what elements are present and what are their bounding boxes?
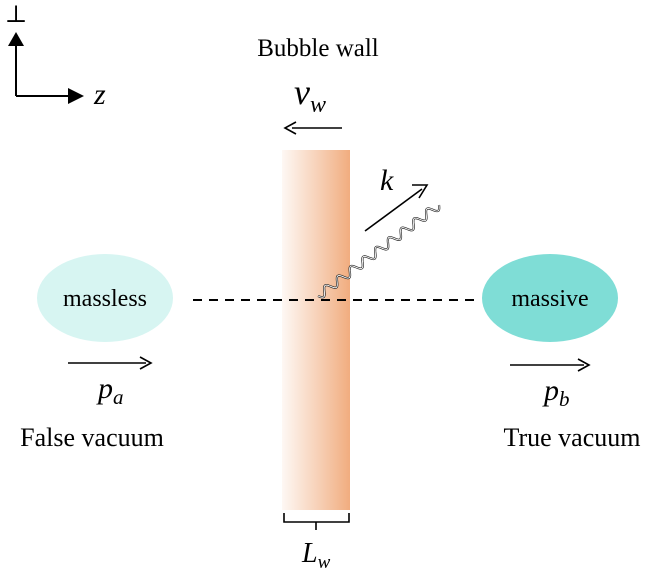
photon-wavy-line-inner xyxy=(317,204,440,298)
left-momentum-label: pa xyxy=(96,372,124,409)
diagram-title: Bubble wall xyxy=(257,35,379,62)
photon-momentum-label: k xyxy=(380,164,394,197)
bubble-wall xyxy=(282,150,350,510)
perp-axis-label: ⊥ xyxy=(5,2,28,28)
photon-momentum-arrow-line xyxy=(364,188,423,232)
right-momentum-arrowhead xyxy=(577,358,591,372)
false-vacuum-label: False vacuum xyxy=(20,423,164,452)
photon-momentum-arrowhead xyxy=(412,184,429,199)
emitted-photon: k xyxy=(317,164,441,299)
massive-particle xyxy=(482,254,618,342)
wall-velocity-arrowhead xyxy=(283,121,297,135)
true-vacuum-label: True vacuum xyxy=(504,423,641,452)
left-particle: massless pa False vacuum xyxy=(20,254,173,452)
massive-label: massive xyxy=(511,286,588,312)
z-axis-arrowhead xyxy=(68,88,84,104)
wall-velocity: vw xyxy=(283,72,342,135)
coordinate-axes: ⊥ z xyxy=(5,2,106,111)
right-momentum-label: pb xyxy=(542,374,570,411)
wall-width-bracket xyxy=(283,513,350,530)
wall-width: Lw xyxy=(283,513,350,573)
z-axis-label: z xyxy=(93,78,106,111)
right-particle: massive pb True vacuum xyxy=(482,254,640,452)
left-momentum-arrowhead xyxy=(139,356,153,370)
massless-label: massless xyxy=(63,286,147,312)
massless-particle xyxy=(37,254,173,342)
wall-width-label: Lw xyxy=(301,538,331,573)
wall-velocity-label: vw xyxy=(294,72,326,118)
perp-axis-arrowhead xyxy=(8,32,24,46)
